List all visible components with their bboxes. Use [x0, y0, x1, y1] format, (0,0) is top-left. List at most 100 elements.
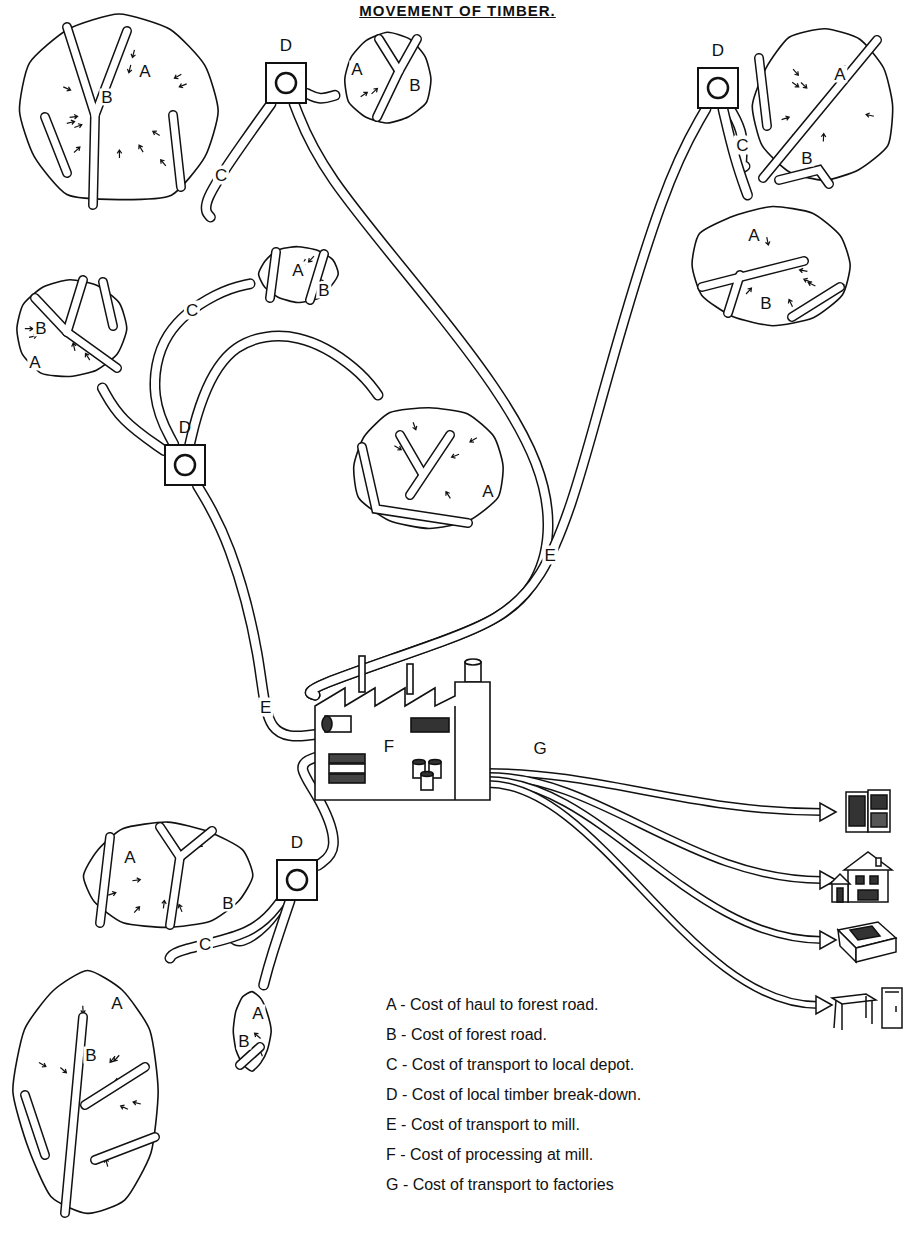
- haul-arrow: [133, 1101, 141, 1105]
- forest-road-surface: [67, 332, 117, 368]
- furniture-icon: [832, 988, 902, 1030]
- forest-road-surface: [85, 1067, 145, 1105]
- forest-road-surface: [270, 252, 276, 298]
- route-label: C: [734, 135, 750, 154]
- route-surface: [264, 901, 290, 985]
- haul-arrow: [108, 891, 116, 895]
- forest-outline: [13, 970, 158, 1213]
- haul-arrow: [372, 88, 378, 93]
- forest-area-shape: [5, 5, 233, 217]
- forest-area-shape: [5, 270, 135, 388]
- forest-road-surface: [25, 1095, 45, 1155]
- cost-letter: A: [137, 63, 152, 80]
- haul-arrow: [74, 147, 80, 152]
- transport-arrows: [488, 772, 822, 1005]
- cost-letter: A: [832, 66, 847, 83]
- box-icon: [838, 922, 896, 962]
- forest-area-shape: [5, 955, 170, 1227]
- board-icon: [411, 718, 449, 732]
- route-surface: [310, 109, 706, 695]
- haul-arrow: [394, 446, 401, 450]
- route-label: C: [213, 166, 229, 185]
- forest-road-edge: [173, 115, 181, 187]
- haul-arrow: [162, 900, 166, 908]
- route-label: C: [197, 935, 213, 954]
- forest-road-surface: [95, 31, 127, 115]
- forest-area-shape: [680, 195, 865, 335]
- route-surface: [198, 486, 315, 736]
- depot-square: [277, 860, 317, 900]
- forest-roads: [702, 261, 840, 317]
- forest-area: AB: [228, 985, 276, 1077]
- forest-road-edge: [702, 261, 804, 287]
- mill-outline: [315, 682, 490, 800]
- title-layer: MOVEMENT OF TIMBER.: [0, 2, 915, 19]
- forest-road-edge: [45, 117, 67, 173]
- cost-letter: B: [220, 895, 235, 912]
- haul-arrow: [179, 84, 186, 88]
- haul-arrow: [255, 1033, 261, 1038]
- haul-arrow: [132, 878, 140, 882]
- book-icon: [846, 790, 890, 832]
- forest-road-surface: [103, 282, 113, 326]
- forest-area: AB: [680, 195, 865, 335]
- legend-line: G - Cost of transport to factories: [386, 1170, 641, 1200]
- forest-road-surface: [379, 39, 399, 71]
- paper-roll-end: [322, 716, 332, 732]
- haul-arrow: [39, 1062, 46, 1066]
- haul-arrow: [782, 116, 790, 120]
- route-edge: [155, 284, 250, 444]
- local-depot-shape: [164, 444, 206, 486]
- depot-square: [165, 445, 205, 485]
- local-depot-shape: [265, 62, 307, 104]
- route-edge: [190, 336, 378, 444]
- local-depot: D: [164, 444, 206, 486]
- haul-arrow: [470, 438, 477, 442]
- forest-road-surface: [173, 115, 181, 187]
- forest-road-edge: [180, 831, 212, 857]
- forest-area: AB: [745, 18, 905, 193]
- timber-route: [264, 901, 290, 985]
- forest-outline: [19, 14, 218, 200]
- forest-road-surface: [67, 280, 83, 332]
- forest-road-surface: [763, 40, 877, 178]
- cost-letter: B: [83, 1047, 98, 1064]
- cost-letter: B: [407, 77, 422, 94]
- forest-road-surface: [95, 1137, 155, 1160]
- haul-arrows: [394, 422, 476, 498]
- legend-line: E - Cost of transport to mill.: [386, 1110, 641, 1140]
- forest-road-edge: [85, 1067, 145, 1105]
- route-label: G: [531, 739, 548, 758]
- haul-arrow: [70, 114, 78, 118]
- haul-arrow: [121, 1105, 128, 1109]
- cost-letter: B: [236, 1033, 251, 1050]
- timber-route: [155, 284, 250, 444]
- mill-wall: [454, 706, 456, 800]
- forest-road-surface: [67, 27, 95, 205]
- forest-road-edge: [763, 40, 877, 178]
- forest-road-edge: [25, 1095, 45, 1155]
- route-surface: [307, 94, 335, 99]
- haul-arrow: [808, 282, 815, 286]
- haul-arrow: [792, 82, 799, 87]
- haul-arrow: [800, 268, 808, 272]
- forest-road-edge: [160, 827, 180, 925]
- forest-road-surface: [779, 170, 829, 184]
- route-label: E: [543, 546, 558, 565]
- timber-stack: [329, 774, 365, 783]
- forest-road-surface: [160, 827, 180, 925]
- forest-road-surface: [180, 831, 212, 857]
- haul-arrow: [60, 1067, 66, 1072]
- forest-roads: [45, 27, 181, 205]
- chimney: [407, 664, 413, 694]
- haul-arrow: [452, 454, 459, 458]
- cost-letter: A: [349, 61, 364, 78]
- forest-road-edge: [67, 332, 117, 368]
- timber-route: [190, 336, 378, 444]
- haul-arrow: [114, 1055, 119, 1061]
- timber-route: [198, 486, 315, 736]
- forest-area: AB: [335, 25, 440, 133]
- forest-roads: [25, 1017, 155, 1213]
